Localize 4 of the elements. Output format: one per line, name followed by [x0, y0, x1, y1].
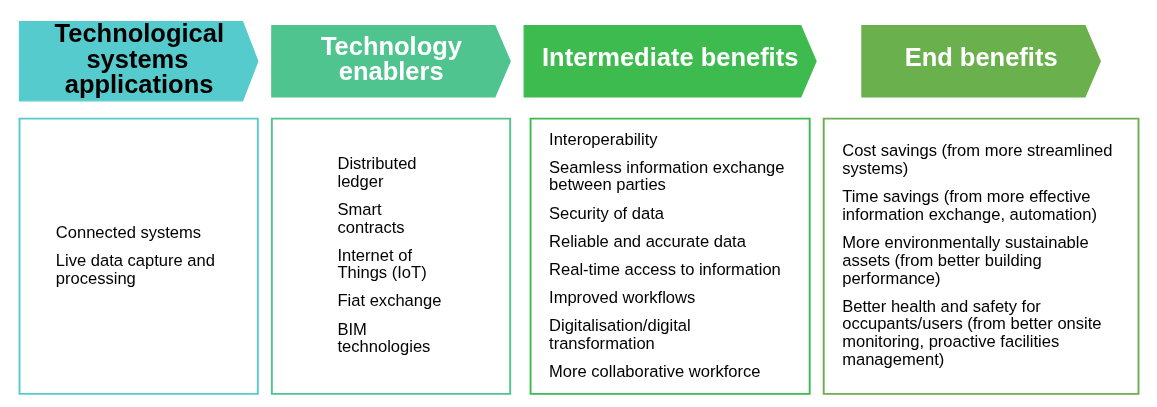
node-box: Connected systems Live data capture and processing — [18, 117, 259, 395]
node-box: Cost savings (from more streamlined systems) Time savings (from more effective information exchange, automation) More environmentally sustainable assets (from better building performance) Better health and safety for occupants/users (from better onsite monitoring, proactive facilities management) — [822, 117, 1139, 395]
node-box: Interoperability Seamless information exchange between parties Security of data Reliable and accurate data Real-time access to information Improved workflows Digitalisation/digital transformation More collaborative workforce — [529, 117, 811, 395]
node-box: Distributed ledger Smart contracts Internet of Things (IoT) Fiat exchange BIM technologies — [270, 117, 511, 395]
